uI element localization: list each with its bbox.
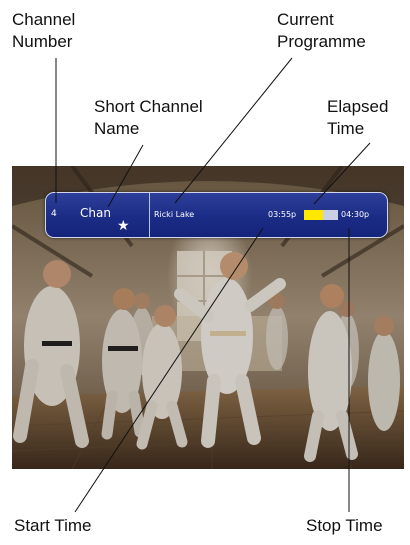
callout-elapsed-time: Elapsed Time [327, 96, 388, 140]
callout-stop-time-label: Stop Time [306, 516, 383, 535]
current-programme: Ricki Lake [154, 210, 195, 219]
callout-current-programme-line1: Current [277, 10, 334, 29]
callout-short-channel-name-line1: Short Channel [94, 97, 203, 116]
callout-channel-number-line2: Number [12, 32, 73, 51]
callout-short-channel-name: Short Channel Name [94, 96, 203, 140]
elapsed-progress-bar [304, 210, 338, 220]
callout-channel-number: Channel Number [12, 9, 75, 53]
channel-name: Chan [80, 206, 111, 220]
callout-current-programme-line2: Programme [277, 32, 366, 51]
elapsed-progress-fill [304, 210, 323, 220]
banner-divider [149, 193, 150, 237]
tv-screen: 4 Chan ★ Ricki Lake 03:55p 04:30p [12, 166, 404, 469]
channel-info-banner: 4 Chan ★ Ricki Lake 03:55p 04:30p [45, 192, 388, 238]
channel-number: 4 [51, 209, 57, 219]
callout-elapsed-time-line2: Time [327, 119, 365, 138]
star-icon: ★ [117, 218, 130, 234]
stop-time: 04:30p [341, 210, 370, 219]
callout-start-time-label: Start Time [14, 516, 92, 535]
callout-elapsed-time-line1: Elapsed [327, 97, 389, 116]
callout-start-time: Start Time [14, 515, 91, 537]
callout-stop-time: Stop Time [306, 515, 383, 537]
callout-short-channel-name-line2: Name [94, 119, 140, 138]
callout-channel-number-line1: Channel [12, 10, 76, 29]
callout-current-programme: Current Programme [277, 9, 366, 53]
start-time: 03:55p [268, 210, 297, 219]
